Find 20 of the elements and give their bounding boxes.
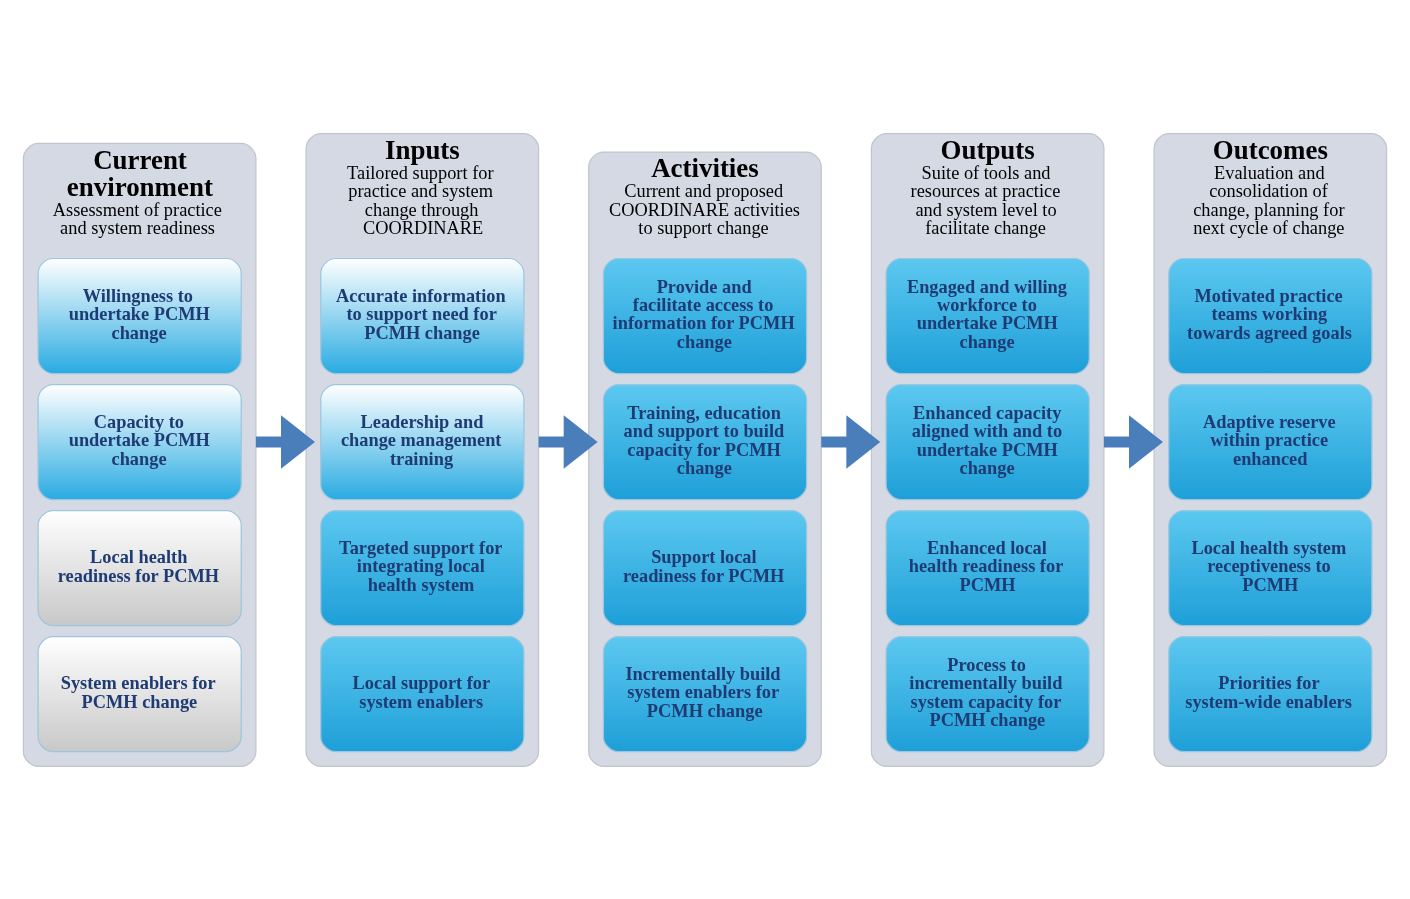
node-box: Local support for system enablers — [320, 635, 525, 752]
node-box: Enhanced capacity aligned with and to undertake PCMH change — [885, 383, 1090, 500]
node-box: Adaptive reserve within practice enhanced — [1168, 383, 1373, 500]
node-box: Priorities for system-wide enablers — [1168, 635, 1373, 752]
node-box: Enhanced local health readiness for PCMH — [885, 509, 1090, 626]
node-box: Training, education and support to build capacity for PCMH change — [602, 383, 808, 500]
node-box: Leadership and change management training — [320, 383, 525, 500]
node-box: Motivated practice teams working towards agreed goals — [1168, 257, 1373, 374]
node-box: Local health readiness for PCMH — [37, 509, 242, 626]
node-box: Capacity to undertake PCMH change — [37, 383, 242, 500]
node-box: Local health system receptiveness to PCMH — [1168, 509, 1373, 626]
node-box: Engaged and willing workforce to undertake PCMH change — [885, 257, 1090, 374]
node-box: Provide and facilitate access to information for PCMH change — [602, 257, 808, 374]
node-box: Willingness to undertake PCMH change — [37, 257, 242, 374]
node-box: System enablers for PCMH change — [37, 635, 242, 752]
node-box: Accurate information to support need for PCMH change — [320, 257, 525, 374]
node-box: Support local readiness for PCMH — [602, 509, 808, 626]
node-box: Targeted support for integrating local health system — [320, 509, 525, 626]
node-box: Incrementally build system enablers for PCMH change — [602, 635, 808, 752]
node-box: Process to incrementally build system capacity for PCMH change — [885, 635, 1090, 752]
